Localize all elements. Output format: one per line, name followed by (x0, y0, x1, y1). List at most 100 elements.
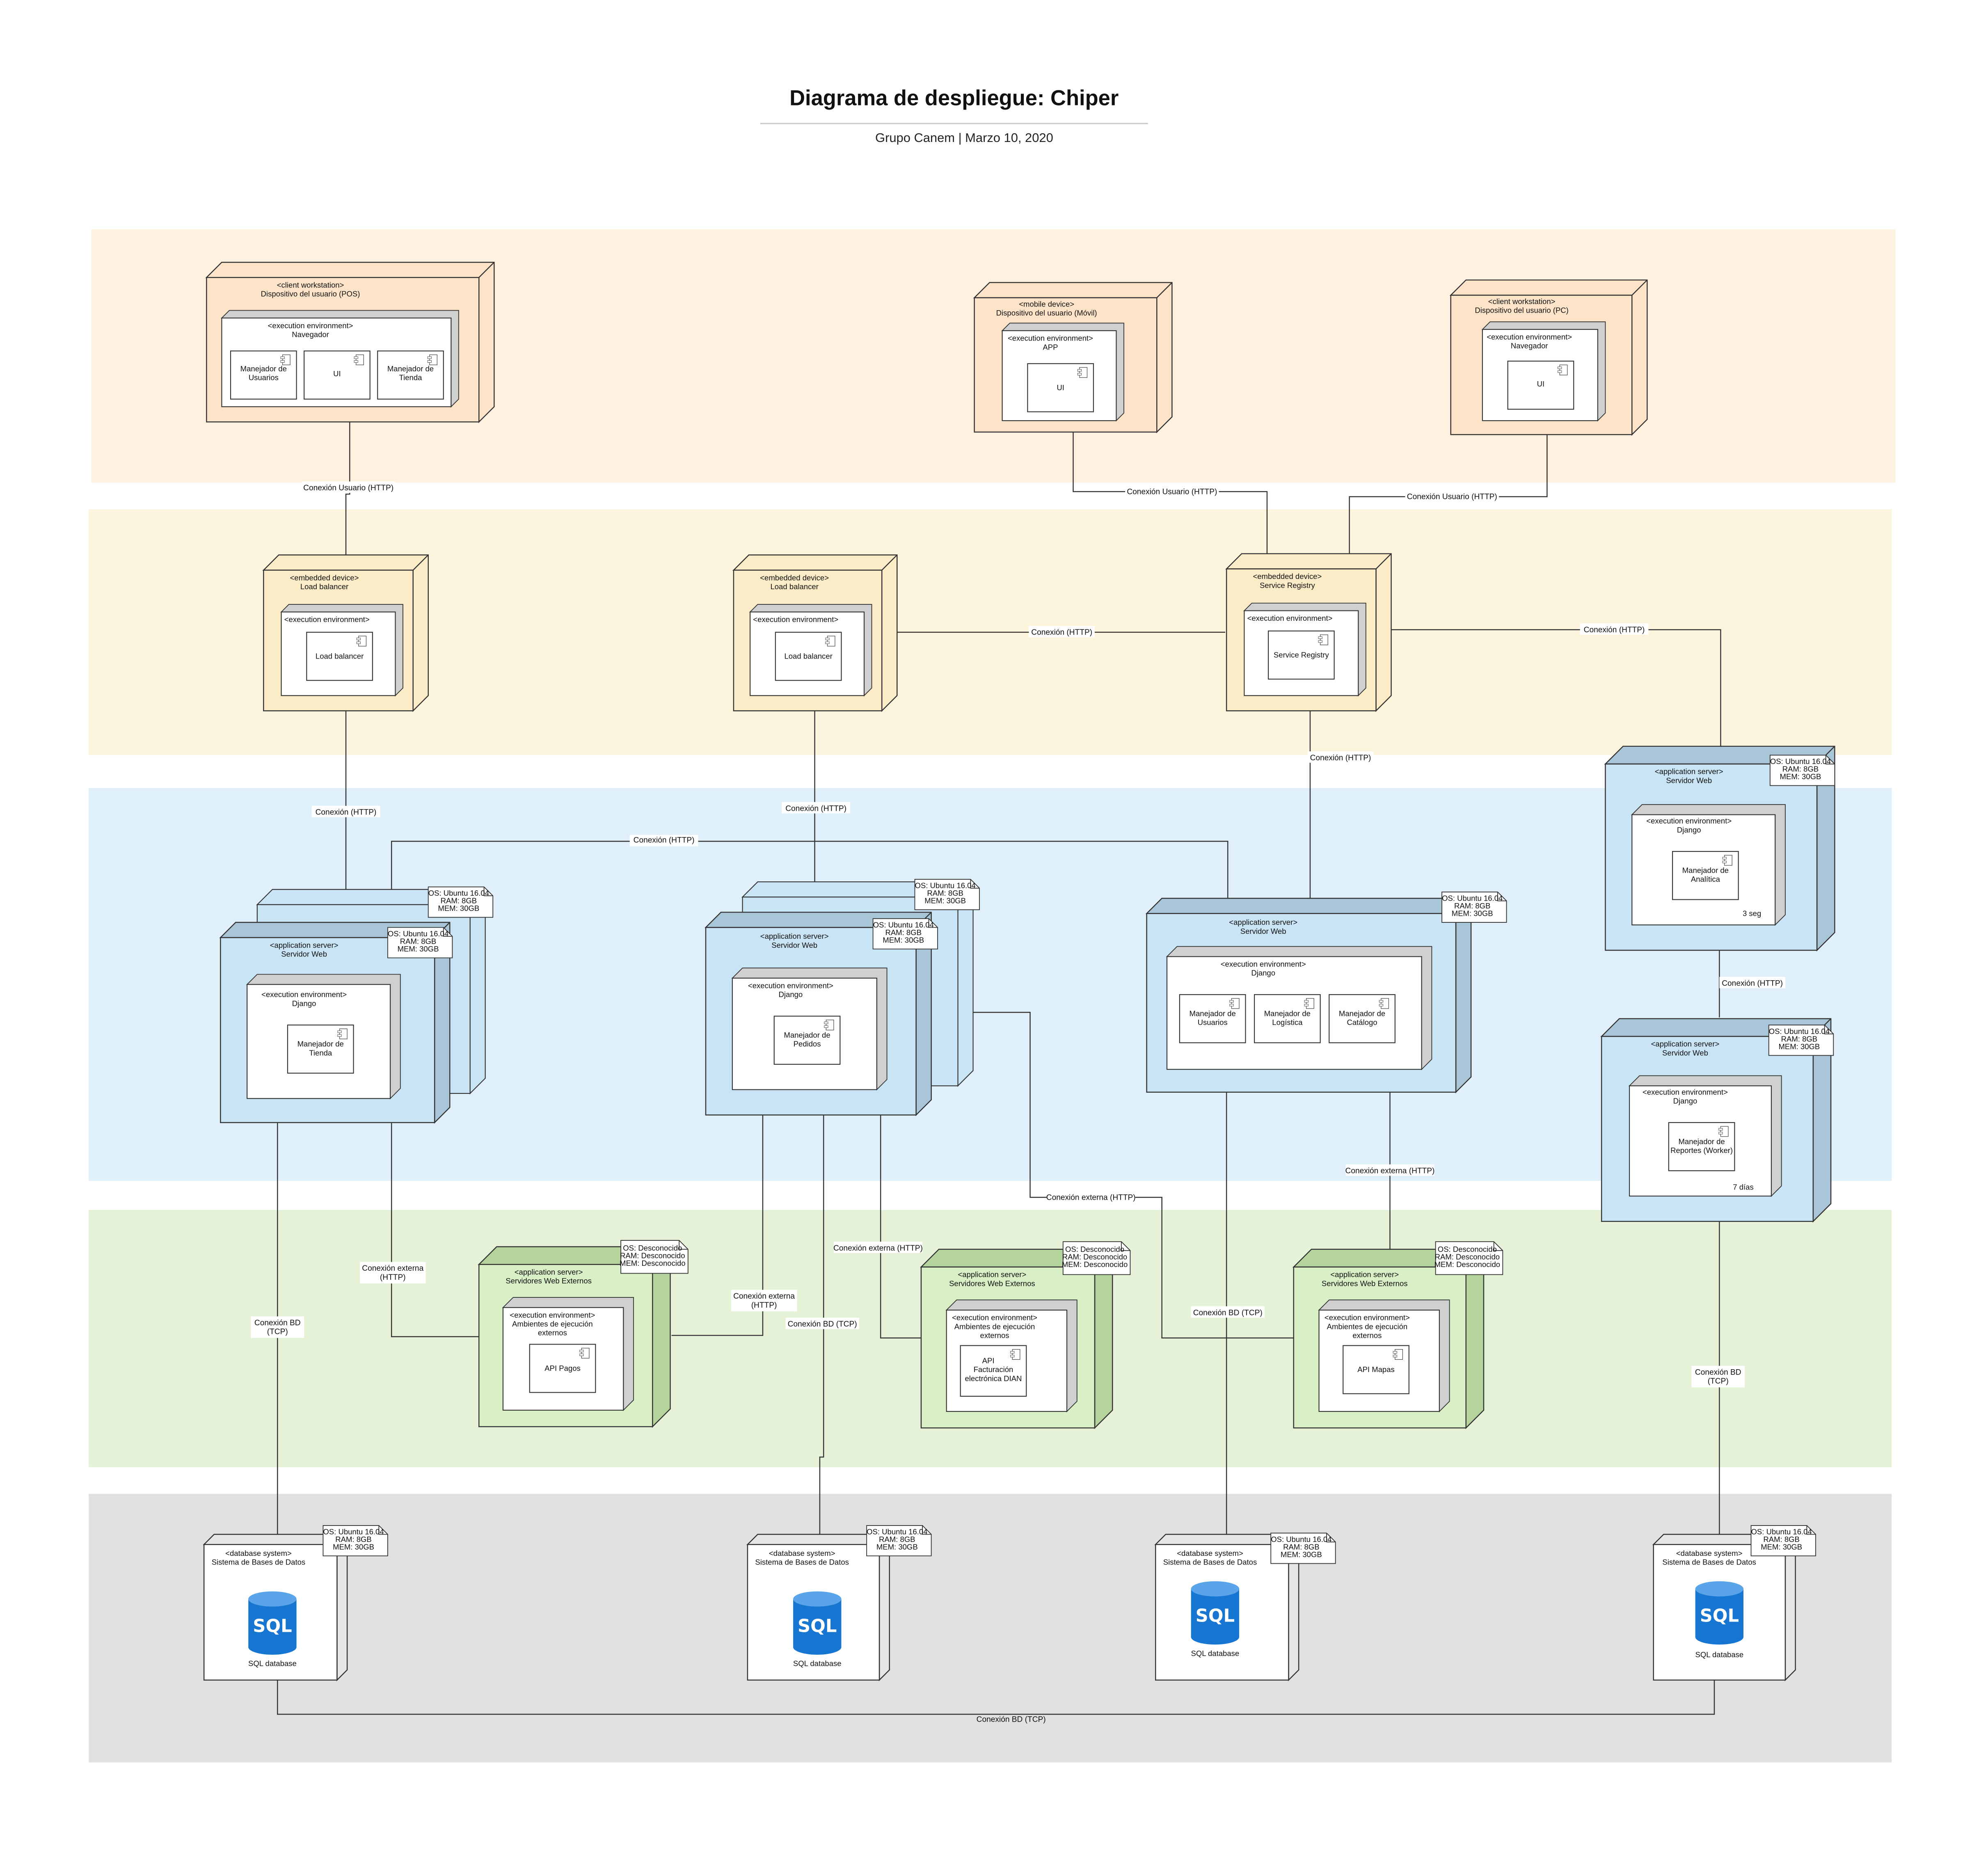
component-label: Manejador de (1264, 1009, 1311, 1018)
note-line: RAM: 8GB (1454, 901, 1490, 910)
note-line: OS: Ubuntu 16.04 (867, 1528, 927, 1536)
exec-env-name: Django (1251, 969, 1275, 977)
component-icon (354, 355, 364, 365)
component-load-balancer (306, 631, 373, 681)
component-label: API (982, 1356, 995, 1365)
component-icon (1318, 634, 1328, 645)
note-line: OS: Ubuntu 16.04 (1442, 894, 1503, 903)
component-label: Usuarios (249, 373, 279, 382)
exec-env-stereotype: <execution environment> (1646, 817, 1732, 825)
exec-env-name: Ambientes de ejecución (512, 1320, 593, 1328)
node-name: Servidor Web (1666, 776, 1712, 785)
line-registry-ws4 (1390, 629, 1721, 746)
exec-env-stereotype: <execution environment> (952, 1313, 1037, 1322)
connection-label: Conexión Usuario (HTTP) (303, 484, 393, 492)
note-line: RAM: 8GB (1782, 765, 1819, 773)
node-database-2: <database system> Sistema de Bases de Da… (746, 1534, 890, 1681)
component-label: Manejador de (1682, 866, 1729, 875)
note-line: OS: Desconocido (1438, 1245, 1497, 1253)
component-label: electrónica DIAN (965, 1374, 1022, 1383)
note-line: MEM: 30GB (1778, 1042, 1820, 1051)
note-ubuntu-db3: OS: Ubuntu 16.04 RAM: 8GB MEM: 30GB (1270, 1532, 1336, 1564)
component-label: Reportes (Worker) (1670, 1146, 1733, 1155)
node-stereotype: <application server> (270, 941, 339, 949)
exec-env-stereotype: <execution environment> (261, 990, 347, 999)
component-label: Analítica (1691, 875, 1720, 883)
node-stereotype: <application server> (958, 1270, 1026, 1279)
note-line: RAM: 8GB (400, 937, 436, 946)
note-line: RAM: 8GB (1763, 1535, 1799, 1544)
component-icon (280, 355, 291, 365)
node-stereotype: <mobile device> (1019, 300, 1074, 308)
connection-label: Conexión (HTTP) (1310, 754, 1371, 762)
sql-database-icon: SQL (1191, 1581, 1240, 1645)
note-line: OS: Ubuntu 16.04 (388, 929, 448, 938)
node-stereotype: <application server> (1330, 1270, 1399, 1279)
component-icon (1722, 855, 1732, 866)
timer-label: 7 días (1733, 1183, 1753, 1192)
component-label: Manejador de (240, 364, 287, 373)
node-servidor-web-1: <application server> Servidor Web <execu… (219, 889, 486, 1124)
connection-label: Conexión externa (362, 1264, 423, 1273)
connection-label: Conexión externa (HTTP) (1046, 1193, 1136, 1202)
note-line: OS: Desconocido (623, 1244, 682, 1252)
component-label: UI (1537, 380, 1545, 388)
title-divider (760, 123, 1148, 124)
connection-label: (HTTP) (380, 1273, 406, 1282)
exec-env-stereotype: <execution environment> (1487, 333, 1572, 341)
sql-icon-label: SQL (1700, 1606, 1739, 1626)
note-line: MEM: 30GB (1761, 1543, 1802, 1551)
exec-env-name: Navegador (1511, 341, 1548, 350)
page-title: Diagrama de despliegue: Chiper (789, 86, 1119, 110)
connection-label: Conexión BD (TCP) (1193, 1308, 1263, 1317)
note-line: MEM: Desconocido (620, 1259, 686, 1267)
db-label: SQL database (793, 1659, 842, 1668)
connection-label: (TCP) (1708, 1377, 1729, 1386)
component-manejador-tienda: Manejador de Tienda (377, 350, 444, 400)
line-pos-lb1 (345, 422, 350, 558)
exec-env-name: externos (1352, 1331, 1382, 1340)
note-line: RAM: Desconocido (1435, 1252, 1500, 1261)
note-ubuntu-ws4: OS: Ubuntu 16.04 RAM: 8GB MEM: 30GB (1769, 755, 1835, 786)
exec-env-stereotype: <execution environment> (284, 615, 370, 624)
note-line: OS: Ubuntu 16.04 (1271, 1535, 1331, 1544)
connection-label: Conexión BD (1695, 1368, 1741, 1377)
note-line: MEM: 30GB (398, 945, 439, 953)
note-line: OS: Desconocido (1065, 1245, 1124, 1253)
exec-env-stereotype: <execution environment> (510, 1311, 595, 1319)
node-name: Sistema de Bases de Datos (755, 1558, 849, 1567)
note-unknown-ext1: OS: Desconocido RAM: Desconocido MEM: De… (620, 1240, 689, 1274)
node-service-registry: <embedded device> Service Registry <exec… (1225, 553, 1392, 712)
node-pc: <client workstation> Dispositivo del usu… (1449, 279, 1648, 436)
exec-env-name: Django (1673, 1097, 1697, 1105)
note-line: MEM: 30GB (1281, 1550, 1322, 1559)
node-name: Servidores Web Externos (949, 1279, 1035, 1288)
node-servidores-externos-3: <application server> Servidores Web Exte… (1292, 1249, 1485, 1430)
note-line: RAM: 8GB (441, 897, 477, 905)
exec-env-stereotype: <execution environment> (1221, 960, 1306, 968)
note-line: MEM: 30GB (876, 1543, 918, 1551)
component-label: Manejador de (297, 1040, 344, 1048)
note-ubuntu-ws1: OS: Ubuntu 16.04 RAM: 8GB MEM: 30GB (387, 927, 453, 958)
node-servidores-externos-2: <application server> Servidores Web Exte… (920, 1249, 1113, 1430)
band-databases (89, 1494, 1892, 1763)
node-name: Service Registry (1260, 581, 1315, 590)
connection-label: Conexión (HTTP) (1722, 979, 1783, 988)
note-ubuntu-db2: OS: Ubuntu 16.04 RAM: 8GB MEM: 30GB (866, 1525, 932, 1556)
component-label: Manejador de (784, 1031, 830, 1039)
connection-label: Conexión (HTTP) (316, 808, 377, 817)
component-label: Manejador de (1339, 1009, 1385, 1018)
node-stereotype: <client workstation> (277, 281, 344, 289)
component-manejador-usuarios: Manejador de Usuarios (230, 350, 297, 400)
exec-env-name: Navegador (292, 330, 329, 339)
note-line: MEM: 30GB (1452, 909, 1493, 918)
node-name: Servidores Web Externos (506, 1276, 592, 1285)
node-database-3: <database system> Sistema de Bases de Da… (1154, 1534, 1299, 1681)
line-ws2-db2 (819, 1115, 824, 1544)
note-line: RAM: 8GB (885, 928, 921, 937)
note-line: OS: Ubuntu 16.04 (1770, 757, 1831, 766)
connection-label: Conexión externa (HTTP) (1345, 1167, 1435, 1175)
sql-database-icon: SQL (793, 1591, 842, 1655)
note-line: RAM: 8GB (1781, 1034, 1817, 1043)
